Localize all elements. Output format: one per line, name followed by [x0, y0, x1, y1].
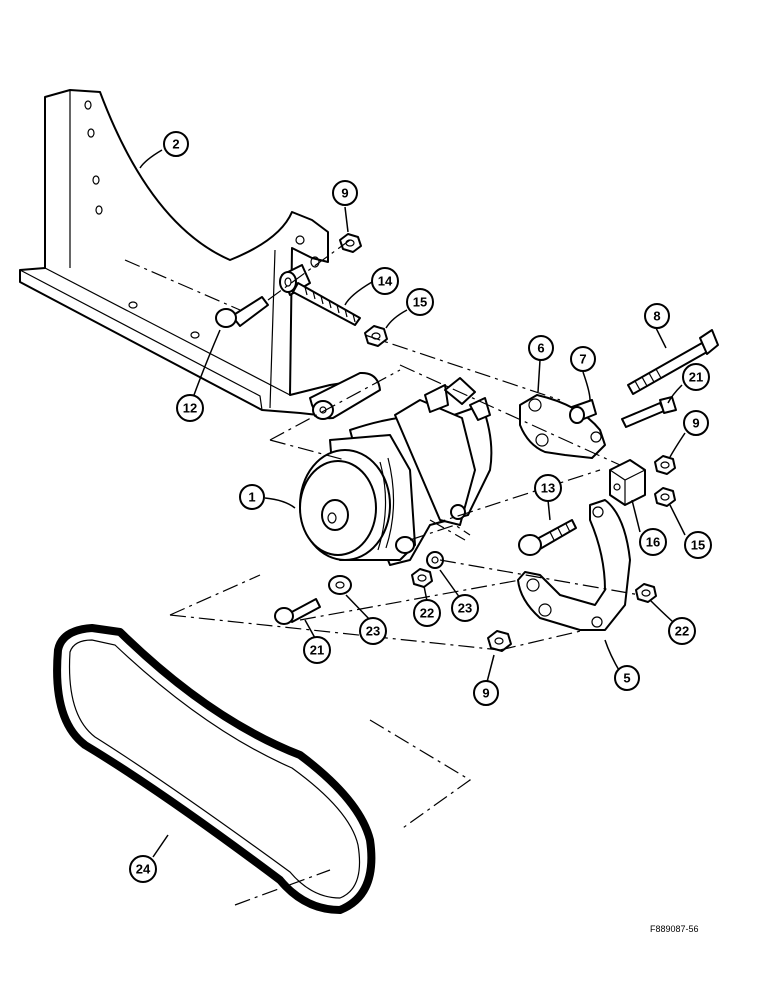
bracket-6 — [519, 394, 606, 459]
bolt-8 — [627, 329, 719, 395]
callout-9-top: 9 — [332, 180, 358, 206]
callout-22-right: 22 — [668, 617, 696, 645]
callout-21-lower: 21 — [303, 636, 331, 664]
assembly-center-lines — [124, 239, 641, 906]
bolt-13 — [518, 519, 577, 556]
callout-22-left: 22 — [413, 599, 441, 627]
callout-9-top-label: 9 — [341, 186, 348, 201]
callout-9-right-label: 9 — [692, 416, 699, 431]
callout-15-top: 15 — [406, 288, 434, 316]
callout-16-label: 16 — [646, 535, 660, 550]
bolt-21-lower — [274, 598, 321, 625]
callout-23-right-label: 23 — [458, 601, 472, 616]
spacer-7 — [569, 399, 597, 424]
callout-24-label: 24 — [136, 862, 151, 877]
bolt-21-upper — [621, 396, 677, 428]
callout-13: 13 — [534, 474, 562, 502]
callout-12: 12 — [176, 394, 204, 422]
callout-14: 14 — [371, 267, 399, 295]
nut-9-right — [654, 455, 676, 475]
callout-1-label: 1 — [248, 490, 255, 505]
callout-23-right: 23 — [451, 594, 479, 622]
callout-5: 5 — [614, 665, 640, 691]
callout-9-right: 9 — [683, 410, 709, 436]
callout-21-upper: 21 — [682, 363, 710, 391]
callout-7-label: 7 — [579, 352, 586, 367]
callout-22-left-label: 22 — [420, 606, 434, 621]
nut-9-top — [339, 233, 362, 253]
callout-9-bottom: 9 — [473, 680, 499, 706]
callout-9-bottom-label: 9 — [482, 686, 489, 701]
drive-belt — [53, 624, 376, 914]
bracket-5 — [517, 499, 631, 631]
callout-16: 16 — [639, 528, 667, 556]
nut-9-bottom — [487, 630, 512, 652]
callout-6-label: 6 — [537, 341, 544, 356]
callout-6: 6 — [528, 335, 554, 361]
nut-15-top — [364, 325, 388, 347]
nut-15-right — [654, 487, 676, 507]
washer-23-left — [328, 575, 352, 595]
callout-21-upper-label: 21 — [689, 370, 703, 385]
callout-24: 24 — [129, 855, 157, 883]
callout-15-right: 15 — [684, 531, 712, 559]
callout-8: 8 — [644, 303, 670, 329]
callout-13-label: 13 — [541, 481, 555, 496]
callout-15-right-label: 15 — [691, 538, 705, 553]
callout-8-label: 8 — [653, 309, 660, 324]
callout-14-label: 14 — [378, 274, 393, 289]
callout-21-lower-label: 21 — [310, 643, 324, 658]
callout-23-left-label: 23 — [366, 624, 380, 639]
compressor — [299, 377, 493, 566]
mounting-bracket — [19, 89, 381, 420]
nut-22-right — [635, 583, 657, 603]
callout-5-label: 5 — [623, 671, 630, 686]
callout-2-label: 2 — [172, 137, 179, 152]
block-16 — [609, 459, 646, 506]
callout-7: 7 — [570, 346, 596, 372]
callout-1: 1 — [239, 484, 265, 510]
callout-15-top-label: 15 — [413, 295, 427, 310]
drawing-code: F889087-56 — [650, 924, 699, 934]
callout-2: 2 — [163, 131, 189, 157]
nut-22-left — [411, 568, 433, 588]
bolt-12 — [215, 296, 269, 328]
callout-23-left: 23 — [359, 617, 387, 645]
callout-22-right-label: 22 — [675, 624, 689, 639]
callout-12-label: 12 — [183, 401, 197, 416]
